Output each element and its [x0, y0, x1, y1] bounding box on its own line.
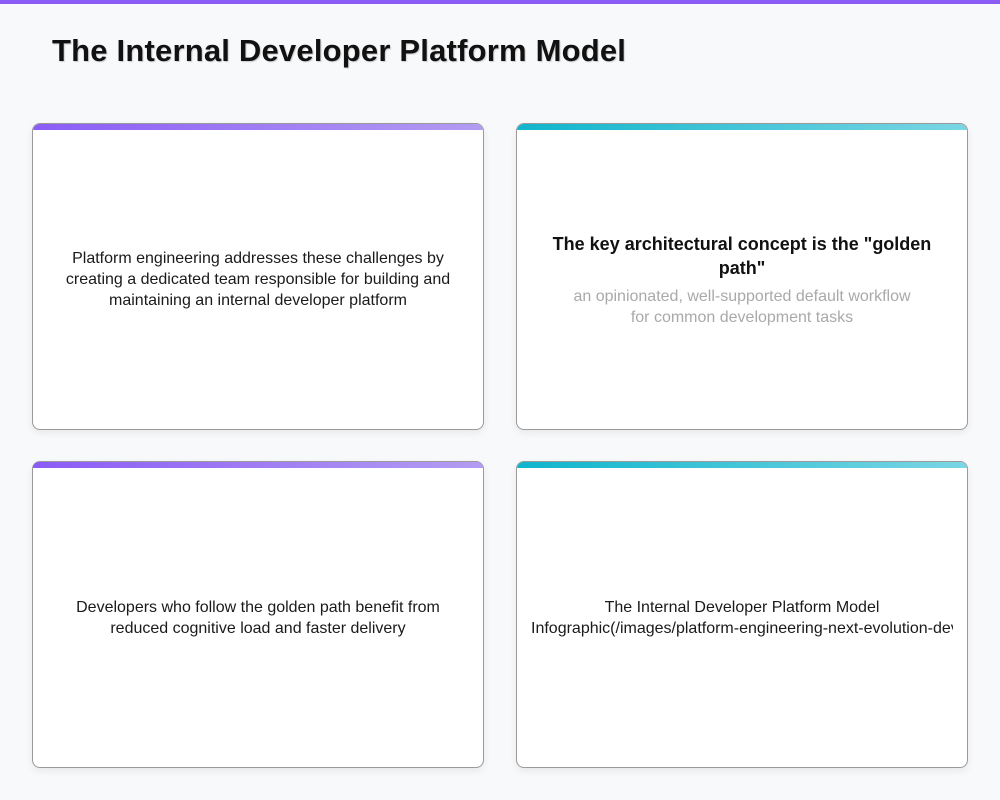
- card-text: Developers who follow the golden path be…: [76, 598, 440, 637]
- card-heading: The key architectural concept is the "go…: [552, 233, 932, 278]
- card-accent-bar: [517, 124, 967, 130]
- page-title: The Internal Developer Platform Model: [52, 33, 627, 68]
- card-golden-path: The key architectural concept is the "go…: [516, 123, 968, 430]
- card-text-line1: The Internal Developer Platform Model: [604, 598, 880, 616]
- card-accent-bar: [33, 124, 483, 130]
- card-body: Platform engineering addresses these cha…: [33, 130, 483, 429]
- card-infographic: The Internal Developer Platform Model In…: [516, 461, 968, 768]
- card-subtext: an opinionated, well-supported default w…: [573, 287, 911, 326]
- card-platform-engineering: Platform engineering addresses these cha…: [32, 123, 484, 430]
- card-text-line2: Infographic(/images/platform-engineering…: [531, 619, 953, 637]
- card-body: The key architectural concept is the "go…: [517, 130, 967, 429]
- card-text-clip: Infographic(/images/platform-engineering…: [531, 618, 953, 639]
- card-developers-benefit: Developers who follow the golden path be…: [32, 461, 484, 768]
- card-accent-bar: [33, 462, 483, 468]
- card-body: Developers who follow the golden path be…: [33, 468, 483, 767]
- card-text: Platform engineering addresses these cha…: [65, 250, 451, 309]
- top-accent-bar: [0, 0, 1000, 4]
- card-body: The Internal Developer Platform Model In…: [517, 468, 967, 767]
- card-accent-bar: [517, 462, 967, 468]
